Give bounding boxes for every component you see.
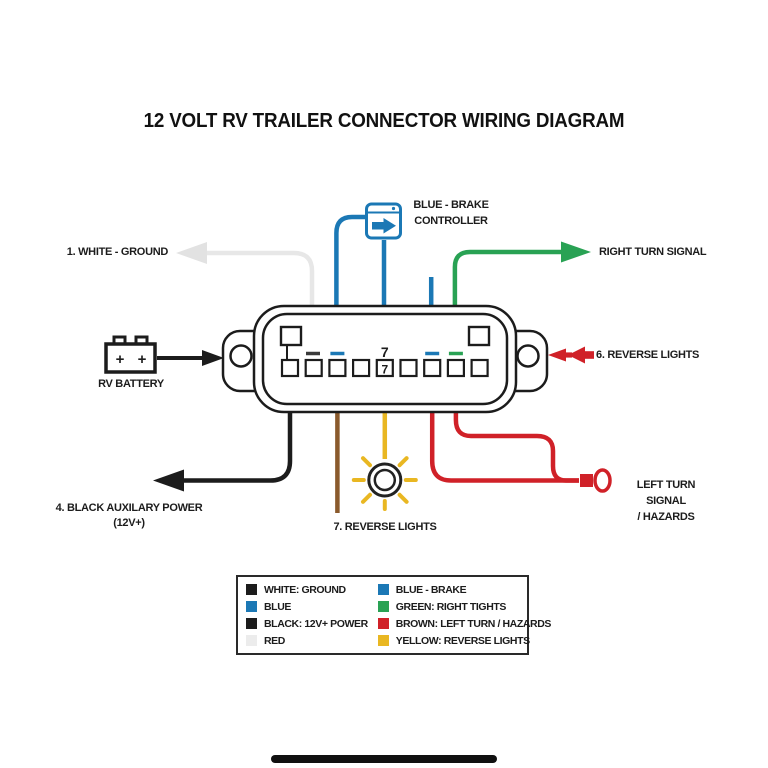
battery-to-connector-arrow <box>157 350 224 366</box>
label-reverse-lights-7: 7. REVERSE LIGHTS <box>333 521 437 533</box>
right-ear-hole <box>516 344 540 368</box>
pin-7-label-inside: 7 <box>381 363 388 377</box>
top-right-pin <box>467 325 491 347</box>
legend-label: RED <box>264 634 285 647</box>
connector-pin-row <box>280 358 489 378</box>
legend-label: BLUE - BRAKE <box>395 583 467 596</box>
legend-row: BLACK: 12V+ POWER <box>246 616 368 631</box>
white-ground-wire <box>207 250 315 350</box>
reverse-lights-arrows-icon <box>548 346 594 364</box>
label-aux-power: 4. BLACK AUXILARY POWER (12V+) <box>40 501 218 531</box>
label-left-turn-line1: LEFT TURN SIGNAL <box>636 479 696 507</box>
legend-swatch <box>246 584 257 595</box>
legend-left-column: WHITE: GROUND BLUE BLACK: 12V+ POWER RED <box>246 582 368 648</box>
rv-battery-icon: + + <box>104 335 157 374</box>
trailer-connector: 7 7 <box>221 304 549 414</box>
legend-label: BROWN: LEFT TURN / HAZARDS <box>395 617 552 630</box>
legend-row: WHITE: GROUND <box>246 582 368 597</box>
legend-row: BROWN: LEFT TURN / HAZARDS <box>377 616 551 631</box>
pin-7-label-above: 7 <box>381 344 389 360</box>
legend-swatch <box>377 635 389 646</box>
page-title: 12 VOLT RV TRAILER CONNECTOR WIRING DIAG… <box>143 110 625 132</box>
battery-plus-left: + <box>116 351 125 368</box>
green-right-turn-wire <box>452 249 561 350</box>
legend-swatch <box>377 584 389 595</box>
left-ear-hole <box>229 344 253 368</box>
legend-row: GREEN: RIGHT TIGHTS <box>377 599 536 614</box>
legend-label: BLACK: 12V+ POWER <box>264 617 368 630</box>
label-brake-line1: BLUE - BRAKE <box>413 199 489 211</box>
left-turn-bulb-icon <box>580 468 612 493</box>
red-left-turn-wires <box>429 376 579 483</box>
aux-power-arrow-icon <box>153 469 184 492</box>
brake-controller-icon <box>365 202 402 240</box>
label-right-turn-signal: RIGHT TURN SIGNAL <box>599 246 707 258</box>
legend-label: WHITE: GROUND <box>264 583 346 596</box>
battery-plus-right: + <box>138 351 147 368</box>
legend-swatch <box>377 618 389 629</box>
white-ground-arrow-icon <box>176 242 207 264</box>
label-reverse-lights-6: 6. REVERSE LIGHTS <box>596 349 700 361</box>
label-rv-battery: RV BATTERY <box>98 378 164 390</box>
label-brake-controller: BLUE - BRAKE CONTROLLER <box>405 197 497 229</box>
legend-row: RED <box>246 633 368 648</box>
color-legend: WHITE: GROUND BLUE BLACK: 12V+ POWER RED… <box>236 575 551 655</box>
right-turn-arrow-icon <box>561 241 591 263</box>
legend-swatch <box>246 635 257 646</box>
top-left-pin <box>279 325 303 347</box>
legend-row: BLUE - BRAKE <box>377 582 536 597</box>
label-aux-line2: (12V+) <box>113 517 145 529</box>
legend-swatch <box>377 601 389 612</box>
legend-row: YELLOW: REVERSE LIGHTS <box>377 633 536 648</box>
bottom-indicator-bar <box>271 755 497 763</box>
label-brake-line2: CONTROLLER <box>414 215 488 227</box>
legend-row: BLUE <box>246 599 368 614</box>
legend-label: YELLOW: REVERSE LIGHTS <box>395 634 530 647</box>
label-aux-line1: 4. BLACK AUXILARY POWER <box>55 502 203 514</box>
legend-label: BLUE <box>264 600 291 613</box>
label-left-turn-line2: / HAZARDS <box>637 511 695 523</box>
legend-label: GREEN: RIGHT TIGHTS <box>395 600 507 613</box>
label-left-turn-hazards: LEFT TURN SIGNAL / HAZARDS <box>616 477 716 525</box>
black-aux-power-wire <box>184 376 293 483</box>
legend-right-column: BLUE - BRAKE GREEN: RIGHT TIGHTS BROWN: … <box>377 582 551 648</box>
legend-swatch <box>246 618 257 629</box>
reverse-light-bulb-icon <box>351 456 418 511</box>
legend-swatch <box>246 601 257 612</box>
label-white-ground: 1. WHITE - GROUND <box>66 246 169 258</box>
